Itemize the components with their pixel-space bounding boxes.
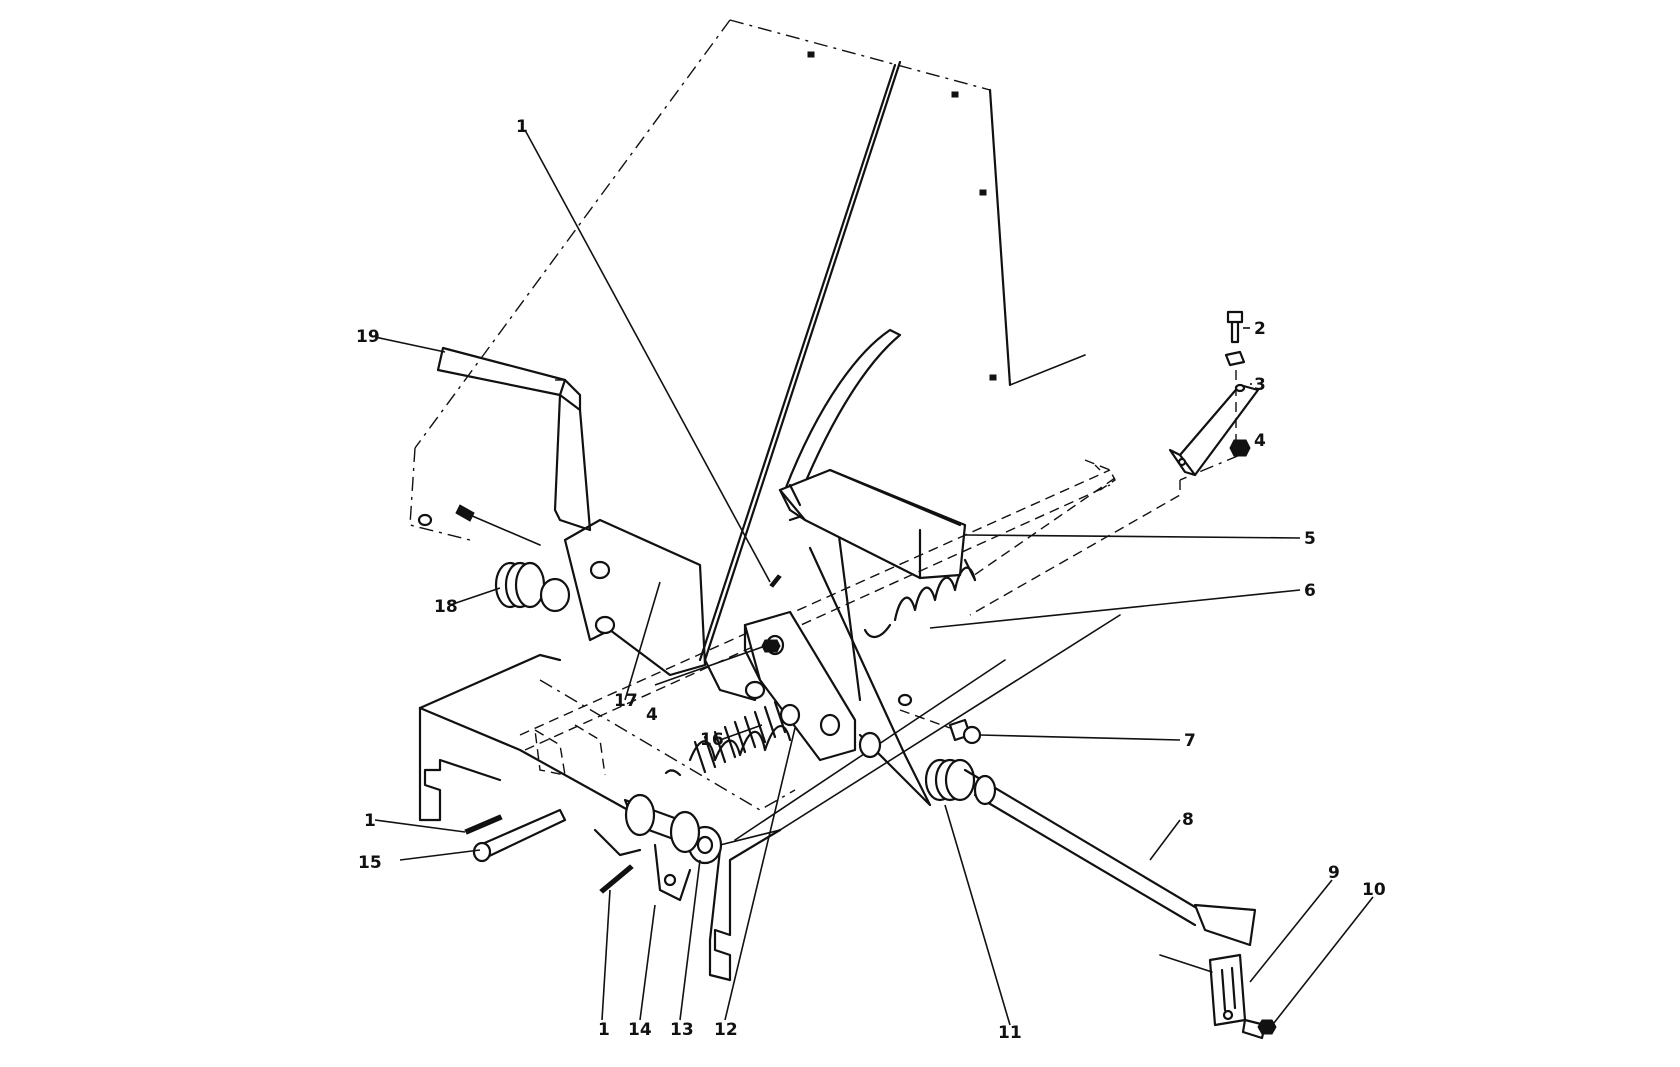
leader-lines <box>374 129 1374 1029</box>
callout-15: 15 <box>358 853 382 873</box>
pedal-pad <box>778 468 967 580</box>
pivot-rod-phantom <box>519 459 1116 776</box>
rod-8 <box>963 768 1257 947</box>
callout-8: 8 <box>1182 810 1194 830</box>
callout-4a: 4 <box>1254 431 1266 451</box>
spring-18 <box>455 504 571 613</box>
callout-1a: 1 <box>516 117 528 137</box>
spring-16 <box>664 700 792 777</box>
hardware <box>464 310 1277 1040</box>
callout-1b: 1 <box>364 811 376 831</box>
callout-9: 9 <box>1328 863 1340 883</box>
callout-18: 18 <box>434 597 458 617</box>
bracket-17 <box>563 518 707 677</box>
callout-3: 3 <box>1254 375 1266 395</box>
callout-4b: 4 <box>646 705 658 725</box>
lever-handle <box>783 328 902 497</box>
hub-13-14 <box>593 793 723 902</box>
callout-17: 17 <box>614 691 638 711</box>
callout-16: 16 <box>700 730 724 750</box>
callout-14: 14 <box>628 1020 652 1040</box>
callout-13: 13 <box>670 1020 694 1040</box>
callout-12: 12 <box>714 1020 738 1040</box>
callout-11: 11 <box>998 1023 1022 1043</box>
callout-10: 10 <box>1362 880 1386 900</box>
callout-7: 7 <box>1184 731 1196 751</box>
spring-11 <box>858 731 976 802</box>
callouts: 1 2 3 4 5 6 7 8 9 10 11 12 13 14 1 15 1 … <box>356 117 1386 1043</box>
callout-2: 2 <box>1254 319 1266 339</box>
callout-19: 19 <box>356 327 380 347</box>
callout-1c: 1 <box>598 1020 610 1040</box>
phantom-panel <box>409 19 1086 541</box>
callout-6: 6 <box>1304 581 1316 601</box>
spring-6 <box>863 558 977 638</box>
bracket-19 <box>417 346 592 532</box>
callout-5: 5 <box>1304 529 1316 549</box>
